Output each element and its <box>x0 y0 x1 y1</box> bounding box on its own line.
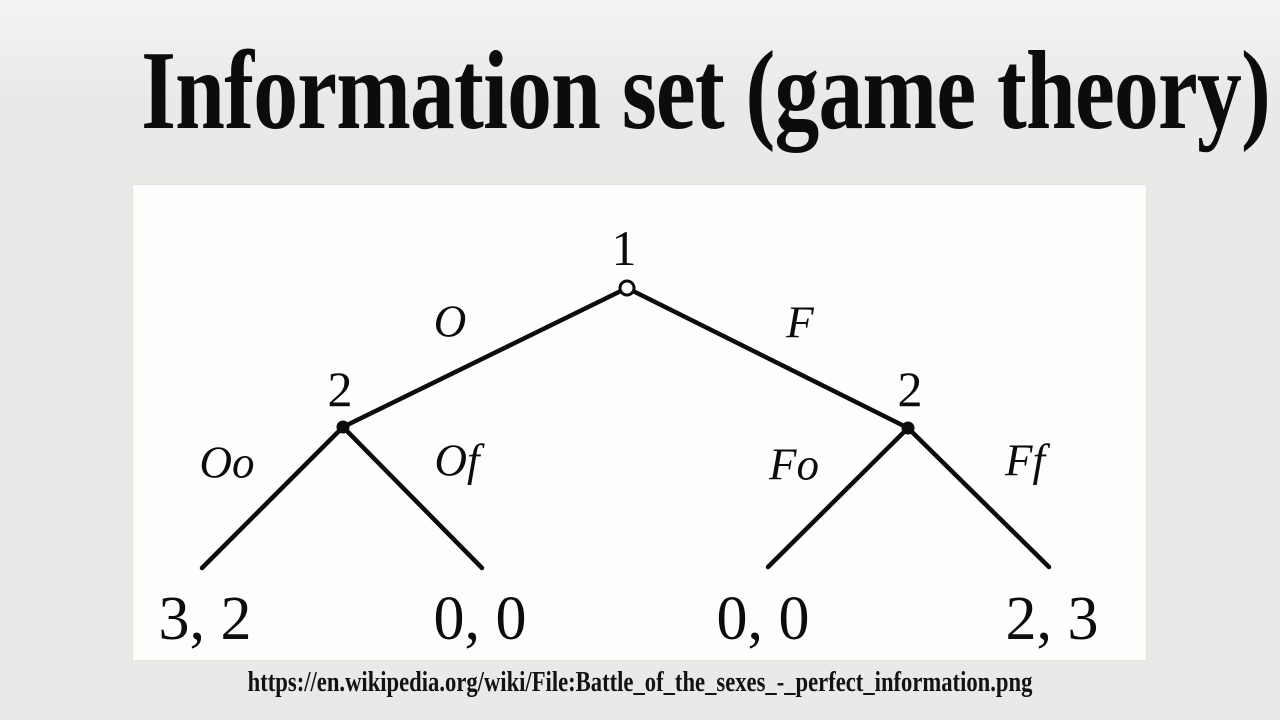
payoff-Oo: 3, 2 <box>158 585 252 653</box>
edge-Ff <box>905 425 1052 570</box>
game-tree-svg <box>199 279 1052 571</box>
branch-label-Of: Of <box>434 435 480 486</box>
branch-label-Ff: Ff <box>1005 435 1045 486</box>
branch-label-Fo: Fo <box>769 439 819 490</box>
edge-Oo <box>199 424 346 571</box>
game-tree-panel: 1 2 2 O F Oo Of Fo Ff 3, 2 0, 0 0, 0 2, … <box>133 185 1146 660</box>
title-row: Information set (game theory) <box>0 35 1280 147</box>
node-label-player2-right: 2 <box>897 361 923 417</box>
payoff-Of: 0, 0 <box>433 585 527 653</box>
branch-label-Oo: Oo <box>199 437 255 488</box>
edge-Of <box>340 424 485 571</box>
branch-label-F: F <box>786 297 814 348</box>
root-node-hollow-circle <box>618 279 636 297</box>
edge-Fo <box>765 425 911 570</box>
page-title: Information set (game theory) <box>141 29 1271 153</box>
source-url: https://en.wikipedia.org/wiki/File:Battl… <box>247 666 1033 698</box>
branch-label-O: O <box>433 296 467 347</box>
left-node-filled-circle <box>336 420 350 434</box>
payoff-Fo: 0, 0 <box>716 585 810 653</box>
payoff-Ff: 2, 3 <box>1005 585 1099 653</box>
edge-O <box>340 285 630 430</box>
node-label-player1: 1 <box>611 220 637 276</box>
node-label-player2-left: 2 <box>327 361 353 417</box>
edge-F <box>624 285 911 431</box>
caption-row: https://en.wikipedia.org/wiki/File:Battl… <box>0 668 1280 697</box>
right-node-filled-circle <box>901 421 915 435</box>
